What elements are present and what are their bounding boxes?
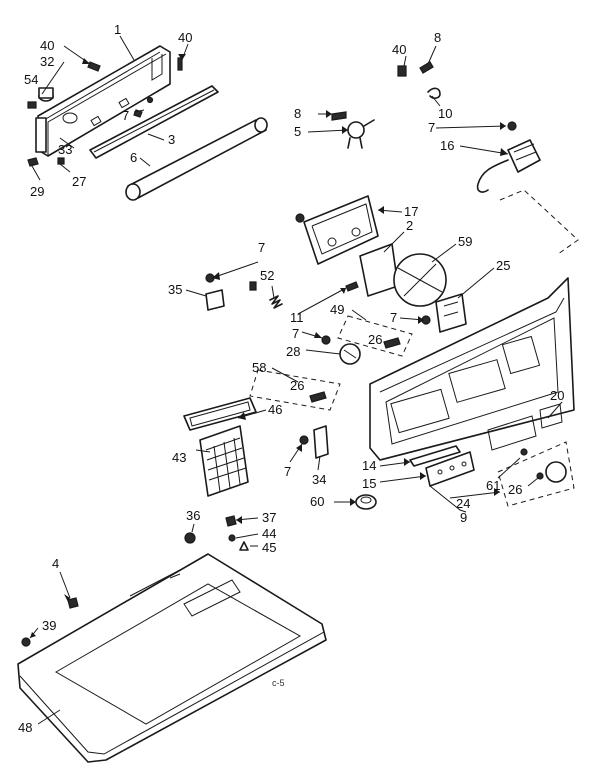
leader-arrowheads	[30, 54, 508, 638]
callout-7-c: 7	[258, 240, 265, 255]
callout-1: 1	[114, 22, 121, 37]
rear-panel-part-1	[35, 45, 171, 157]
part-26-b	[309, 391, 327, 403]
callout-29: 29	[30, 184, 44, 199]
callout-11: 11	[290, 310, 304, 325]
switch-part-25	[435, 293, 467, 333]
console-part-20	[369, 277, 575, 461]
callout-48: 48	[18, 720, 32, 735]
dashed-group-24	[497, 441, 575, 507]
screws-lower	[21, 515, 249, 647]
lint-screen-frame-part-46	[183, 397, 257, 431]
callout-7-f: 7	[284, 464, 291, 479]
callout-43: 43	[172, 450, 186, 465]
callout-15: 15	[362, 476, 376, 491]
callout-26-a: 26	[368, 332, 382, 347]
callout-3: 3	[168, 132, 175, 147]
dashed-group-58	[249, 369, 341, 411]
callout-61: 61	[486, 478, 500, 493]
callout-2: 2	[406, 218, 413, 233]
rod-part-6	[125, 117, 268, 201]
callout-52: 52	[260, 268, 274, 283]
callout-8-b: 8	[294, 106, 301, 121]
part-26-a	[383, 337, 401, 349]
callout-20: 20	[550, 388, 564, 403]
callout-5: 5	[294, 124, 301, 139]
callout-54: 54	[24, 72, 38, 87]
bracket-part-34	[299, 425, 329, 459]
callout-28: 28	[286, 344, 300, 359]
callout-labels: 1 40 40 32 54 7 3 33 6 29 27 40 8 8 10 5…	[18, 22, 564, 735]
top-panel-part-48	[17, 553, 327, 763]
callout-6: 6	[130, 150, 137, 165]
end-cap-part-54	[38, 87, 54, 102]
overlay-part-14	[409, 445, 461, 467]
figure-code: c-5	[272, 678, 285, 688]
callout-60: 60	[310, 494, 324, 509]
callout-34: 34	[312, 472, 326, 487]
callout-40-c: 40	[392, 42, 406, 57]
lint-screen-part-43	[199, 425, 249, 497]
callout-7-d: 7	[390, 310, 397, 325]
callout-14: 14	[362, 458, 376, 473]
callout-24: 24	[456, 496, 470, 511]
screw-part-8	[331, 111, 347, 121]
callout-59: 59	[458, 234, 472, 249]
circuit-board-part-2	[359, 243, 399, 297]
knob-part-61	[520, 448, 567, 483]
callout-10: 10	[438, 106, 452, 121]
callout-17: 17	[404, 204, 418, 219]
callout-39: 39	[42, 618, 56, 633]
callout-58: 58	[252, 360, 266, 375]
trim-strip-part-3	[89, 85, 219, 159]
callout-37: 37	[262, 510, 276, 525]
panel-part-15	[425, 451, 475, 487]
callout-40-a: 40	[40, 38, 54, 53]
screws-top-right	[397, 61, 517, 131]
switch-part-5	[347, 119, 375, 149]
callout-35: 35	[168, 282, 182, 297]
callout-26-c: 26	[508, 482, 522, 497]
callout-7-e: 7	[292, 326, 299, 341]
callout-45: 45	[262, 540, 276, 555]
callout-46: 46	[268, 402, 282, 417]
callout-33: 33	[58, 142, 72, 157]
dashed-group-49	[337, 315, 413, 357]
callout-26-b: 26	[290, 378, 304, 393]
callout-32: 32	[40, 54, 54, 69]
callout-9: 9	[460, 510, 467, 525]
callout-4: 4	[52, 556, 59, 571]
callout-7-b: 7	[428, 120, 435, 135]
screws-top-left	[27, 57, 183, 167]
callout-8-a: 8	[434, 30, 441, 45]
dial-part-59	[393, 253, 447, 307]
callout-27: 27	[72, 174, 86, 189]
actuator-part-28	[339, 343, 361, 365]
callout-25: 25	[496, 258, 510, 273]
callout-44: 44	[262, 526, 276, 541]
knob-part-60	[355, 494, 377, 510]
bracket-part-17	[303, 195, 379, 265]
spring-part-52	[269, 295, 283, 309]
knob-part-35	[205, 289, 225, 311]
callout-40-b: 40	[178, 30, 192, 45]
callout-36: 36	[186, 508, 200, 523]
callout-7-a: 7	[122, 108, 129, 123]
wire-harness-part-16	[476, 139, 541, 193]
callout-49: 49	[330, 302, 344, 317]
callout-16: 16	[440, 138, 454, 153]
